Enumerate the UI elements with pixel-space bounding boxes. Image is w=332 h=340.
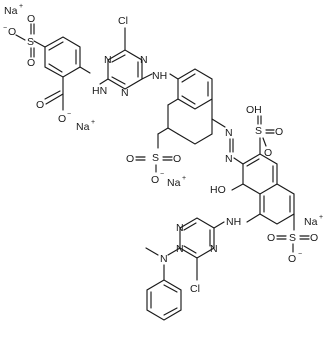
sodium-symbol: Na — [4, 5, 18, 17]
oxygen-label: O — [267, 232, 275, 244]
central-benzene-ring — [177, 68, 213, 110]
sulfonate-group-2: S O O O − — [126, 98, 181, 186]
oxygen-label: O — [8, 26, 16, 38]
nitrogen-label: N — [176, 243, 184, 255]
chlorine-label: Cl — [118, 15, 128, 27]
amine-link-1: HN — [79, 66, 109, 97]
oxygen-label: O — [288, 253, 296, 265]
n-methylanilino-group: N — [145, 247, 181, 281]
sodium-charge: + — [91, 119, 95, 126]
nitrogen-label: N — [104, 54, 112, 66]
nitrogen-label: N — [225, 127, 233, 139]
nitrogen-label: N — [160, 253, 168, 265]
sodium-symbol: Na — [167, 177, 181, 189]
naphthalene-ring-b — [259, 183, 295, 225]
nitrogen-label: N — [225, 153, 233, 165]
sulfur-label: S — [27, 36, 34, 48]
nitrogen-label: N — [121, 87, 129, 99]
sodium-ion-center: Na + — [167, 175, 186, 189]
sodium-ion-right: Na + — [304, 214, 323, 228]
azo-linkage: N N — [211, 118, 244, 165]
phenyl-ring — [146, 279, 182, 321]
sodium-symbol: Na — [304, 216, 318, 228]
sodium-charge: + — [319, 214, 323, 221]
nitrogen-label: N — [210, 243, 218, 255]
oxygen-label: O — [58, 113, 66, 125]
sodium-charge: + — [182, 175, 186, 182]
hydroxyl-label: OH — [246, 104, 262, 116]
sodium-symbol: Na — [76, 121, 90, 133]
sodium-ion-top-left: Na + — [4, 3, 23, 17]
sulfur-label: S — [255, 125, 262, 137]
amine-label: HN — [92, 85, 107, 97]
oxygen-charge: − — [67, 111, 71, 118]
chlorine-label: Cl — [190, 283, 200, 295]
sulfonate-group-4: S O O O − — [267, 213, 318, 265]
carboxylate-group: O O − — [36, 76, 71, 125]
oxygen-label: O — [173, 153, 181, 165]
nitrogen-label: N — [176, 222, 184, 234]
oxygen-label: O — [151, 174, 159, 186]
amine-link-2: NH — [213, 213, 261, 229]
oxygen-charge: − — [3, 25, 7, 32]
oxygen-charge: − — [160, 171, 164, 178]
triazine-ring-1: N N N Cl NH — [104, 15, 179, 99]
oxygen-label: O — [310, 232, 318, 244]
sodium-charge: + — [19, 3, 23, 10]
sulfur-label: S — [289, 232, 296, 244]
nitrogen-label: N — [140, 54, 148, 66]
oxygen-charge: − — [298, 251, 302, 258]
amine-label: NH — [152, 70, 167, 82]
oxygen-label: O — [264, 147, 272, 159]
hydroxyl-group: HO — [210, 183, 244, 196]
sulfonate-group-3: S OH O O — [246, 104, 283, 159]
naphthalene-ring-a — [242, 153, 278, 195]
oxygen-label: O — [27, 13, 35, 25]
oxygen-label: O — [36, 99, 44, 111]
benzoate-ring — [44, 36, 81, 78]
oxygen-label: O — [27, 57, 35, 69]
sulfonate-group-1: S O O O − — [3, 13, 46, 69]
hydroxyl-label: HO — [210, 184, 226, 196]
oxygen-label: O — [275, 126, 283, 138]
triazine-ring-2: N N N Cl — [176, 217, 218, 295]
amine-label: NH — [226, 216, 241, 228]
oxygen-label: O — [126, 153, 134, 165]
sulfur-label: S — [152, 152, 159, 164]
central-benzene-lower — [177, 98, 213, 145]
sodium-ion-mid-left: Na + — [76, 119, 95, 133]
